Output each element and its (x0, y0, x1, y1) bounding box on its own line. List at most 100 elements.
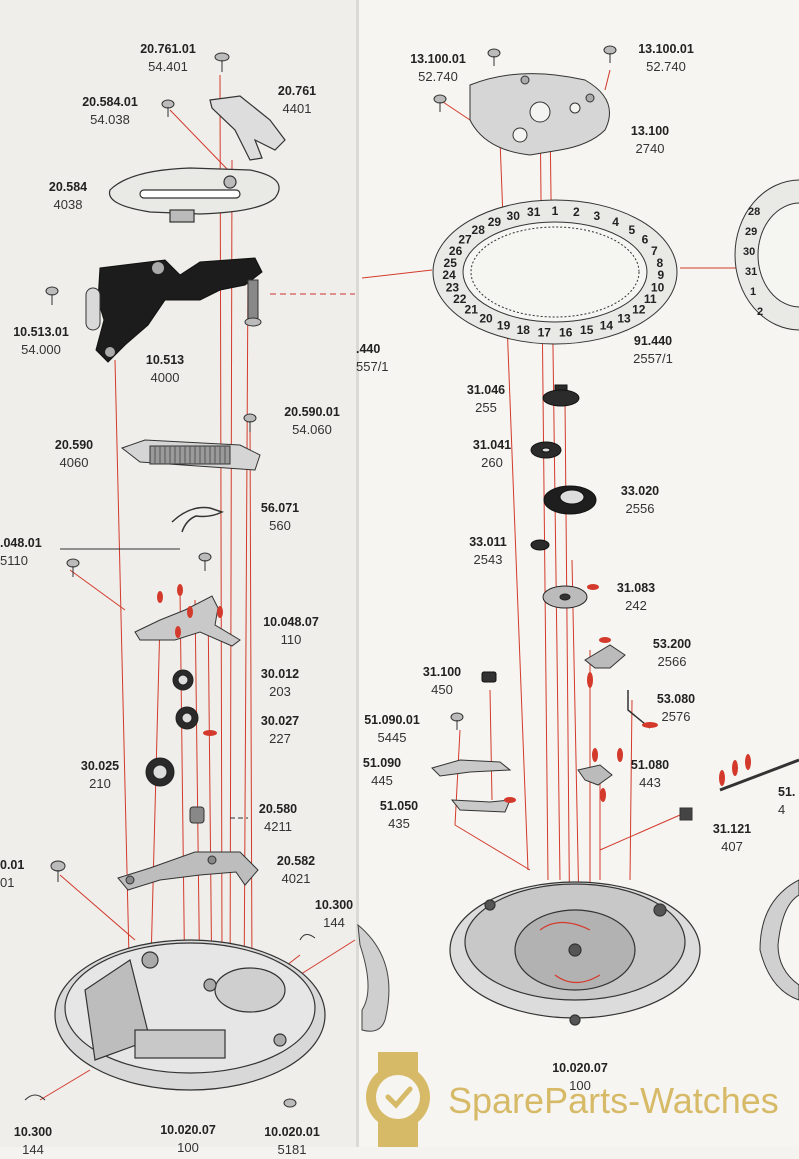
date-ring-number: 18 (517, 323, 531, 337)
date-ring-number: 5 (628, 223, 635, 237)
spring-53080 (627, 690, 658, 729)
date-ring-number: 19 (497, 318, 511, 332)
wheel-31041 (530, 441, 562, 459)
date-ring-number: 1 (552, 204, 559, 218)
wheel-31100 (481, 671, 497, 683)
date-ring-91440 (432, 199, 678, 345)
date-ring-number: 30 (507, 209, 521, 223)
part-20580 (189, 806, 205, 824)
date-ring-number: 28 (472, 223, 486, 237)
bridge-10048-07 (134, 584, 241, 647)
label-51-partial: 51.4 (778, 785, 796, 817)
date-ring-number: 14 (600, 318, 614, 332)
svg-text:2: 2 (757, 306, 763, 318)
date-ring-number: 15 (580, 323, 594, 337)
date-ring-partial (734, 179, 799, 331)
date-ring-number: 29 (488, 215, 502, 229)
spring-20761 (209, 95, 286, 161)
date-ring-number: 10 (651, 280, 665, 294)
plate-13100 (469, 73, 610, 156)
bridge-10513 (85, 257, 263, 363)
date-ring-number: 13 (617, 311, 631, 325)
svg-text:28: 28 (748, 206, 760, 218)
date-ring-number: 21 (465, 302, 479, 316)
lever-53200 (584, 637, 626, 688)
mainplate-right (449, 881, 701, 1026)
date-ring-number: 7 (651, 244, 658, 258)
wheel-31046 (542, 384, 580, 407)
screw-20590-01 (243, 413, 257, 432)
wheel-33020 (543, 485, 597, 515)
stem-31121 (679, 754, 799, 821)
svg-text:1: 1 (750, 286, 756, 298)
screw-20584-01 (161, 99, 175, 117)
bridge-51090 (431, 759, 512, 777)
date-ring-number: 25 (444, 256, 458, 270)
barrel-20590 (120, 439, 261, 471)
date-ring-number: 26 (449, 244, 463, 258)
spring-56071 (171, 506, 224, 533)
plate-20584 (108, 167, 280, 223)
lever-51050 (450, 797, 516, 813)
brand-watermark: SpareParts-Watches (448, 1080, 779, 1121)
date-ring-number: 9 (658, 268, 665, 282)
wheel-30025 (145, 757, 175, 787)
brand-logo-icon (366, 1052, 430, 1147)
svg-text:30: 30 (743, 246, 755, 258)
date-ring-number: 24 (442, 268, 456, 282)
date-ring-number: 2 (573, 205, 580, 219)
date-ring-number: 31 (527, 205, 541, 219)
lever-51080 (577, 748, 623, 802)
date-ring-number: 23 (446, 280, 460, 294)
date-ring-number: 22 (453, 292, 467, 306)
wheel-30027 (175, 706, 217, 736)
date-ring-number: 8 (656, 256, 663, 270)
date-ring-number: 27 (458, 233, 472, 247)
wheel-30012 (172, 669, 194, 691)
svg-text:29: 29 (745, 226, 757, 238)
date-ring-number: 4 (612, 215, 619, 229)
date-ring-number: 12 (632, 302, 646, 316)
wheel-31083 (542, 584, 599, 609)
date-ring-number: 3 (593, 209, 600, 223)
mainplate-left (54, 939, 326, 1091)
date-ring-number: 11 (644, 292, 657, 306)
